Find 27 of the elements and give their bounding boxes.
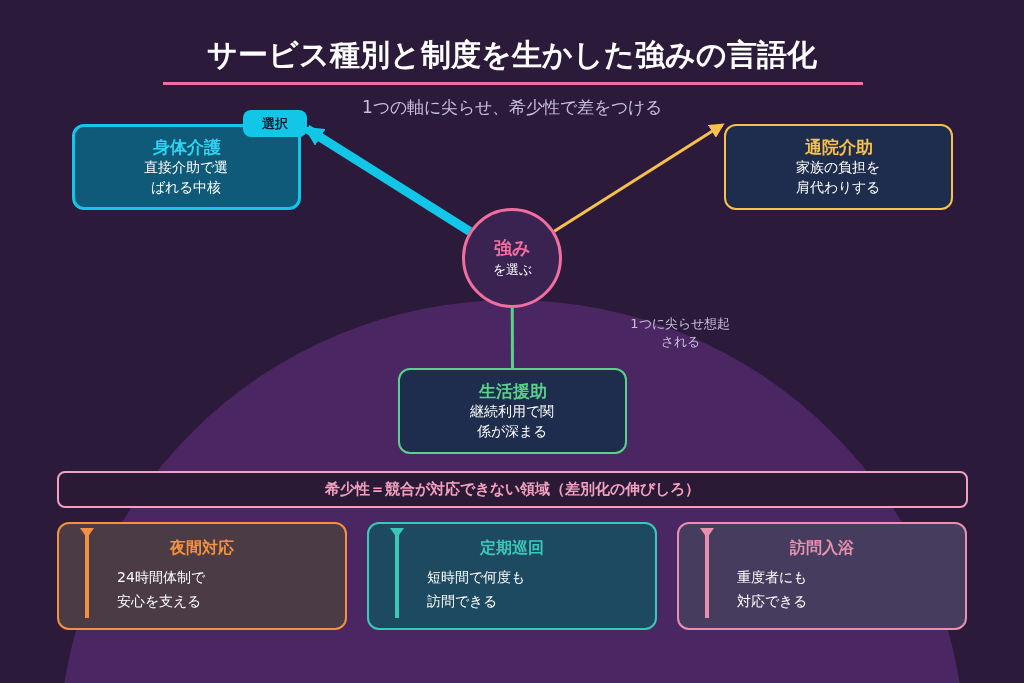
service-card [57, 522, 347, 630]
node-description: 継続利用で関係が深まる [469, 402, 556, 441]
tag-badge [243, 110, 307, 137]
subtitle: 1つの軸に尖らせ、希少性で差をつける [361, 96, 663, 119]
rarity-banner [57, 471, 968, 508]
connector-arrow [553, 123, 725, 233]
node-heading: 希少性＝競合が対応できない領域（差別化の伸びしろ） [325, 479, 700, 501]
service-box [724, 124, 953, 210]
service-card [677, 522, 967, 630]
node-description: 直接介助で選ばれる中核 [143, 158, 230, 197]
card-heading: 夜間対応 [169, 537, 235, 559]
node-description: を選ぶ [492, 260, 532, 279]
node-heading: 通院介助 [804, 137, 873, 159]
node-heading: 生活援助 [478, 381, 547, 403]
service-box [398, 368, 627, 454]
title: サービス種別と制度を生かした強みの言語化 [206, 36, 818, 74]
node-heading: 身体介護 [152, 137, 221, 159]
card-heading: 訪問入浴 [789, 537, 855, 559]
note-text: 1つに尖らせ想起される [629, 315, 731, 351]
card-heading: 定期巡回 [479, 537, 545, 559]
card-description: 24時間体制で安心を支える [117, 568, 206, 611]
node-description: 家族の負担を肩代わりする [795, 158, 882, 197]
tag-text: 選択 [262, 114, 288, 133]
card-description: 重度者にも対応できる [737, 568, 808, 611]
node-heading: 強み [494, 237, 530, 260]
service-card [367, 522, 657, 630]
card-description: 短時間で何度も訪問できる [427, 568, 526, 611]
